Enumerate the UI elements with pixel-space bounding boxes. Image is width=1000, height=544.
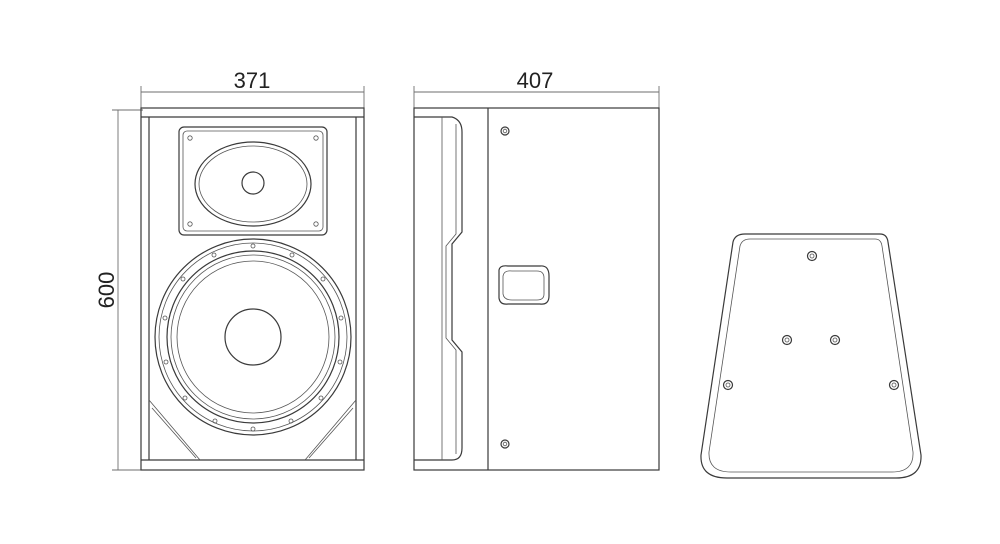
base-plate-view [700, 233, 922, 479]
woofer [154, 238, 352, 436]
front-view: 371 600 [94, 68, 365, 471]
tweeter-horn [178, 126, 328, 236]
depth-dimension: 407 [413, 68, 660, 116]
side-view: 407 [413, 68, 660, 471]
height-dimension-label: 600 [94, 272, 119, 309]
height-dimension: 600 [94, 109, 143, 471]
side-handle [498, 265, 550, 305]
base-plate-outline [700, 233, 922, 479]
front-cabinet-outline [140, 107, 365, 471]
depth-dimension-label: 407 [517, 68, 554, 93]
width-dimension-label: 371 [234, 68, 271, 93]
width-dimension: 371 [140, 68, 365, 116]
side-cabinet-outline [413, 107, 660, 471]
